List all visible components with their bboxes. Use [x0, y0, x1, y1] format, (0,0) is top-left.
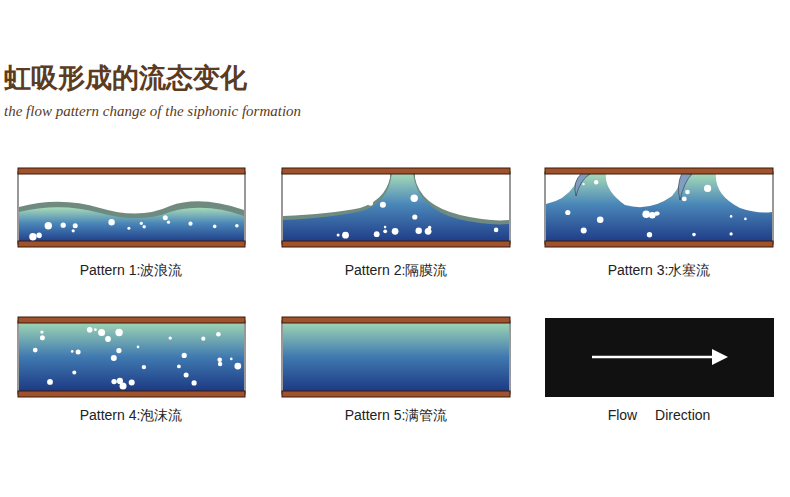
pattern-caption: Pattern 3:水塞流 — [608, 262, 711, 280]
pattern-caption: Pattern 2:隔膜流 — [345, 262, 448, 280]
pattern-caption: Pattern 1:波浪流 — [80, 262, 183, 280]
subtitle: the flow pattern change of the siphonic … — [4, 103, 301, 120]
pattern-caption: Pattern 5:满管流 — [345, 407, 448, 425]
flow-direction-label: Flow Direction — [608, 407, 711, 423]
title: 虹吸形成的流态变化 — [4, 60, 247, 96]
pattern-caption: Pattern 4:泡沫流 — [80, 407, 183, 425]
